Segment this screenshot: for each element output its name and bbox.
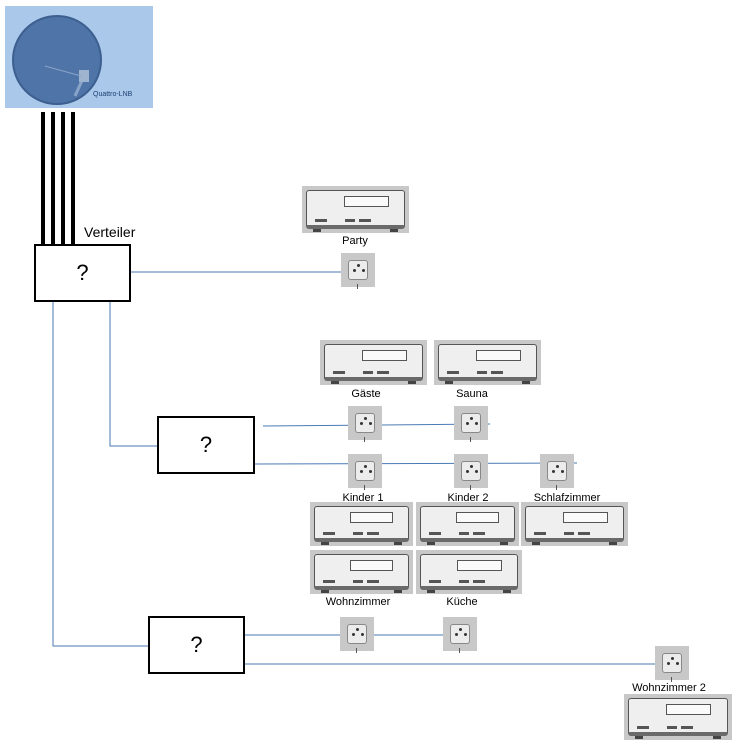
wire-kinder-schlafzimmer (254, 462, 578, 465)
lnb-label: Quattro-LNB (93, 91, 133, 98)
satellite-dish: Quattro-LNB (5, 6, 153, 108)
dish-icon (12, 15, 102, 105)
room-label-kueche: Küche (446, 596, 478, 608)
socket-icon (655, 646, 689, 682)
receiver-icon (434, 340, 541, 385)
socket-icon (348, 454, 382, 490)
socket-icon (341, 253, 375, 289)
splitter-box: ? (148, 616, 245, 674)
socket-icon (540, 454, 574, 490)
distributor-label: Verteiler (84, 224, 136, 240)
receiver-icon (320, 340, 427, 385)
socket-icon (454, 406, 488, 442)
receiver-icon (416, 550, 522, 594)
wire-to-splitter-2 (52, 302, 148, 647)
room-label-schlafzimmer: Schlafzimmer (533, 492, 601, 504)
room-label-kinder-1: Kinder 1 (342, 492, 384, 504)
wire-to-splitter-1 (109, 302, 157, 447)
receiver-icon (310, 550, 413, 594)
splitter-box: ? (157, 416, 255, 474)
socket-icon (443, 617, 477, 653)
distributor-box: ? (34, 244, 131, 302)
socket-icon (348, 406, 382, 442)
room-label-gaeste: Gäste (351, 388, 381, 400)
receiver-icon (624, 694, 732, 740)
room-label-kinder-2: Kinder 2 (447, 492, 489, 504)
receiver-icon (521, 502, 628, 546)
receiver-icon (302, 186, 409, 233)
socket-icon (454, 454, 488, 490)
receiver-icon (416, 502, 519, 546)
room-label-party: Party (342, 235, 368, 247)
lnb-cables (41, 112, 75, 244)
socket-icon (340, 617, 374, 653)
receiver-icon (310, 502, 413, 546)
room-label-wohnzimmer-2: Wohnzimmer 2 (632, 682, 706, 694)
room-label-wohnzimmer: Wohnzimmer (325, 596, 391, 608)
room-label-sauna: Sauna (456, 388, 488, 400)
